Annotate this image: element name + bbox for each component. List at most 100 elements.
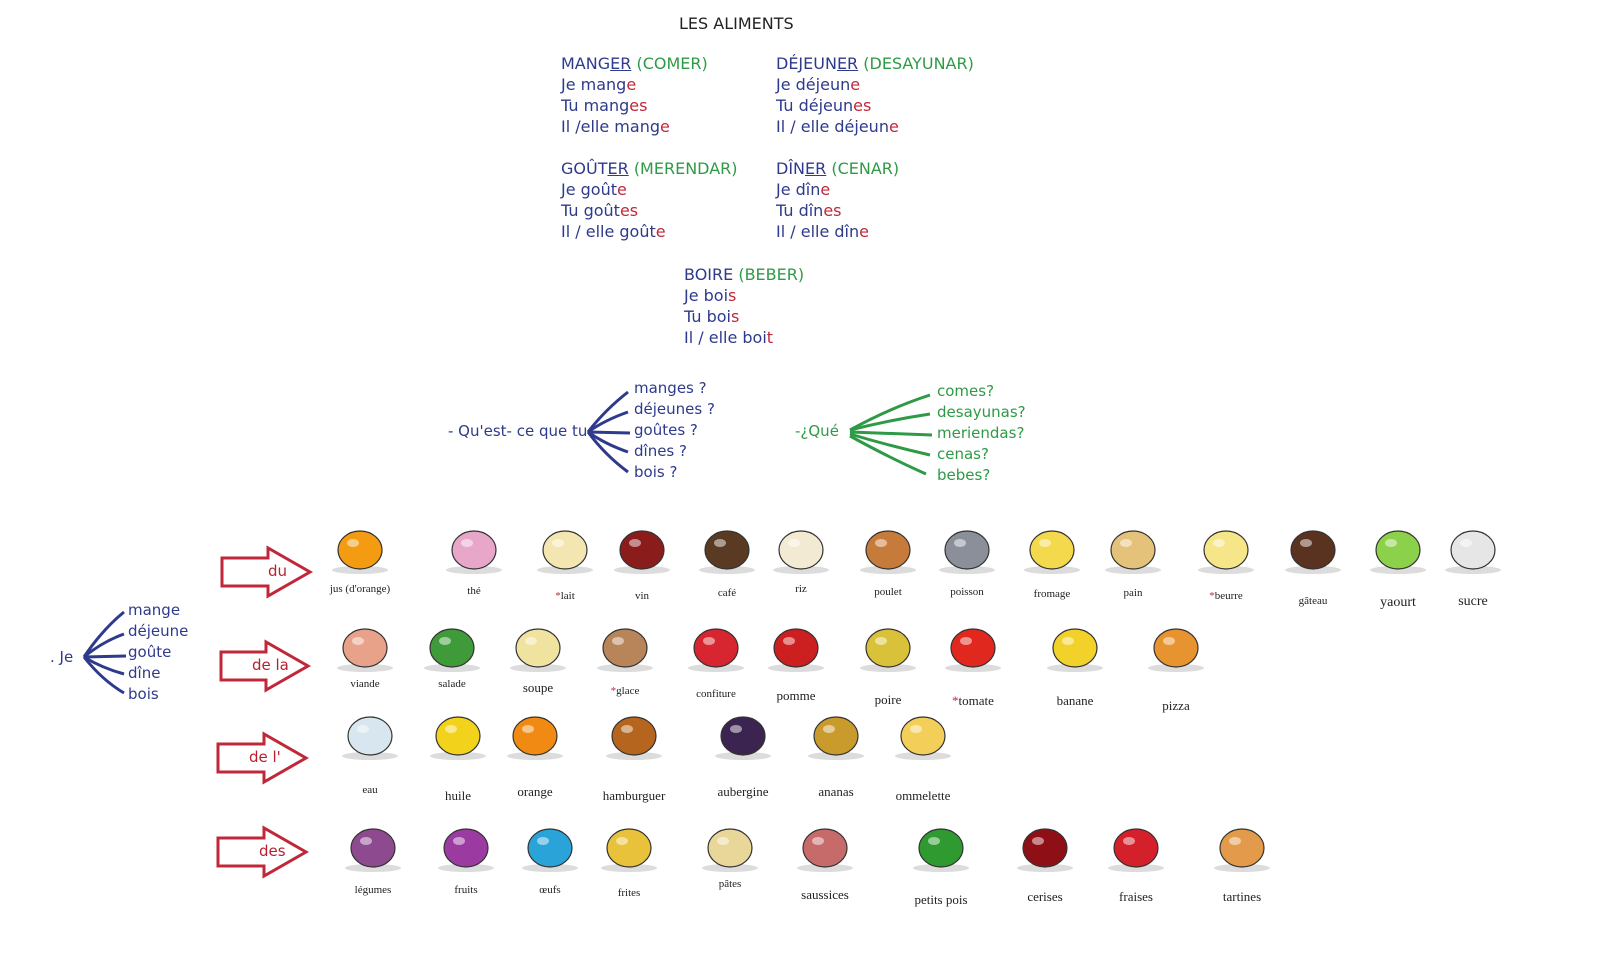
food-label: pizza <box>1162 698 1189 714</box>
question-fr-stem: - Qu'est- ce que tu <box>448 422 588 440</box>
food-label: *tomate <box>952 693 994 709</box>
verb-infinitive-stem: BOIRE <box>684 265 734 284</box>
conjugation-stem: Il /elle mang <box>561 117 660 136</box>
peas-icon <box>906 818 976 874</box>
answer-verbs: mange déjeune goûte dîne bois <box>128 600 188 705</box>
chicken-icon <box>853 520 923 576</box>
cherries-icon <box>1010 818 1080 874</box>
conjugation-ending: e <box>626 75 637 94</box>
butter-icon <box>1191 520 1261 576</box>
sausages-icon <box>790 818 860 874</box>
verb-infinitive-stem: GOÛT <box>561 159 608 178</box>
verb-infinitive-ending: ER <box>836 54 859 73</box>
verb-infinitive-ending: ER <box>805 159 827 178</box>
food-label: cerises <box>1027 889 1062 905</box>
article-de-la: de la <box>252 656 289 674</box>
milk-icon <box>530 520 600 576</box>
food-label: *lait <box>555 590 575 602</box>
food-label: thé <box>467 585 480 597</box>
orange-icon <box>500 706 570 762</box>
answer-verb: dîne <box>128 664 161 682</box>
asterisk-mark: * <box>1209 590 1215 602</box>
food-label: yaourt <box>1380 595 1416 611</box>
food-label: huile <box>445 788 471 804</box>
question-ending: goûtes ? <box>634 421 698 439</box>
pineapple-icon <box>801 706 871 762</box>
arrow-des <box>216 825 310 879</box>
question-ending: déjeunes ? <box>634 400 715 418</box>
conjugation-stem: Il / elle boi <box>684 328 767 347</box>
question-es-endings: comes? desayunas? meriendas? cenas? bebe… <box>937 381 1026 486</box>
food-label: fruits <box>454 884 477 896</box>
conjugation-ending: s <box>730 307 740 326</box>
article-des: des <box>259 842 286 860</box>
food-label: confiture <box>696 688 736 700</box>
food-label-text: légumes <box>354 884 392 896</box>
rice-icon <box>766 520 836 576</box>
tomato-icon <box>938 618 1008 674</box>
food-label: vin <box>635 590 649 602</box>
food-label: aubergine <box>717 784 768 800</box>
food-label: fromage <box>1034 588 1071 600</box>
food-label: poire <box>875 692 902 708</box>
conjugation-ending: e <box>617 180 627 199</box>
verb-infinitive-stem: DÎN <box>776 159 806 178</box>
question-ending: bois ? <box>634 463 678 481</box>
apple-icon <box>761 618 831 674</box>
food-label-text: aubergine <box>717 784 769 799</box>
food-label-text: vin <box>634 590 650 602</box>
verb-infinitive-stem: MANG <box>561 54 611 73</box>
verb-block-manger: MANGER (COMER) Je mange Tu manges Il /el… <box>561 53 708 137</box>
fan-connector-fr <box>586 390 631 474</box>
food-label-text: eau <box>362 784 378 796</box>
verb-translation: (CENAR) <box>831 159 900 178</box>
food-label: légumes <box>355 884 392 896</box>
food-label-text: gâteau <box>1298 595 1328 607</box>
conjugation-stem: Tu boi <box>684 307 731 326</box>
food-label-text: confiture <box>696 688 736 700</box>
food-label-text: soupe <box>522 680 554 695</box>
answer-verb: mange <box>128 601 181 619</box>
ice-cream-icon <box>590 618 660 674</box>
fish-icon <box>932 520 1002 576</box>
soup-icon <box>503 618 573 674</box>
food-label-text: saussices <box>801 887 849 902</box>
conjugation-ending: e <box>850 75 861 94</box>
toast-icon <box>1207 818 1277 874</box>
verb-infinitive-ending: ER <box>610 54 632 73</box>
conjugation-ending: e <box>888 117 899 136</box>
conjugation-ending: e <box>655 222 666 241</box>
pasta-icon <box>695 818 765 874</box>
food-label: tartines <box>1223 889 1261 905</box>
eggs-icon <box>515 818 585 874</box>
meat-icon <box>330 618 400 674</box>
food-label: orange <box>517 784 552 800</box>
food-label: poisson <box>950 586 984 598</box>
food-label: œufs <box>539 884 560 896</box>
water-bottle-icon <box>335 706 405 762</box>
food-label: eau <box>362 784 377 796</box>
conjugation-stem: Tu déjeun <box>776 96 854 115</box>
conjugation-ending: es <box>629 96 648 115</box>
food-label-text: pâtes <box>718 878 742 890</box>
question-ending: dînes ? <box>634 442 687 460</box>
conjugation-ending: t <box>766 328 774 347</box>
food-label: petits pois <box>914 892 967 908</box>
food-label-text: poulet <box>874 586 902 598</box>
vegetables-icon <box>338 818 408 874</box>
conjugation-stem: Je déjeun <box>776 75 851 94</box>
food-label-text: banane <box>1056 693 1094 708</box>
food-label-text: ommelette <box>895 788 951 803</box>
sugar-icon <box>1438 520 1508 576</box>
verb-block-diner: DÎNER (CENAR) Je dîne Tu dînes Il / elle… <box>776 158 899 242</box>
article-de-l: de l' <box>249 748 281 766</box>
food-label-text: ananas <box>818 784 854 799</box>
banana-icon <box>1040 618 1110 674</box>
conjugation-stem: Je boi <box>684 286 729 305</box>
food-label-text: café <box>717 587 737 599</box>
food-label-text: frites <box>617 887 641 899</box>
food-label: café <box>718 587 736 599</box>
verb-block-dejeuner: DÉJEUNER (DESAYUNAR) Je déjeune Tu déjeu… <box>776 53 974 137</box>
teapot-icon <box>439 520 509 576</box>
